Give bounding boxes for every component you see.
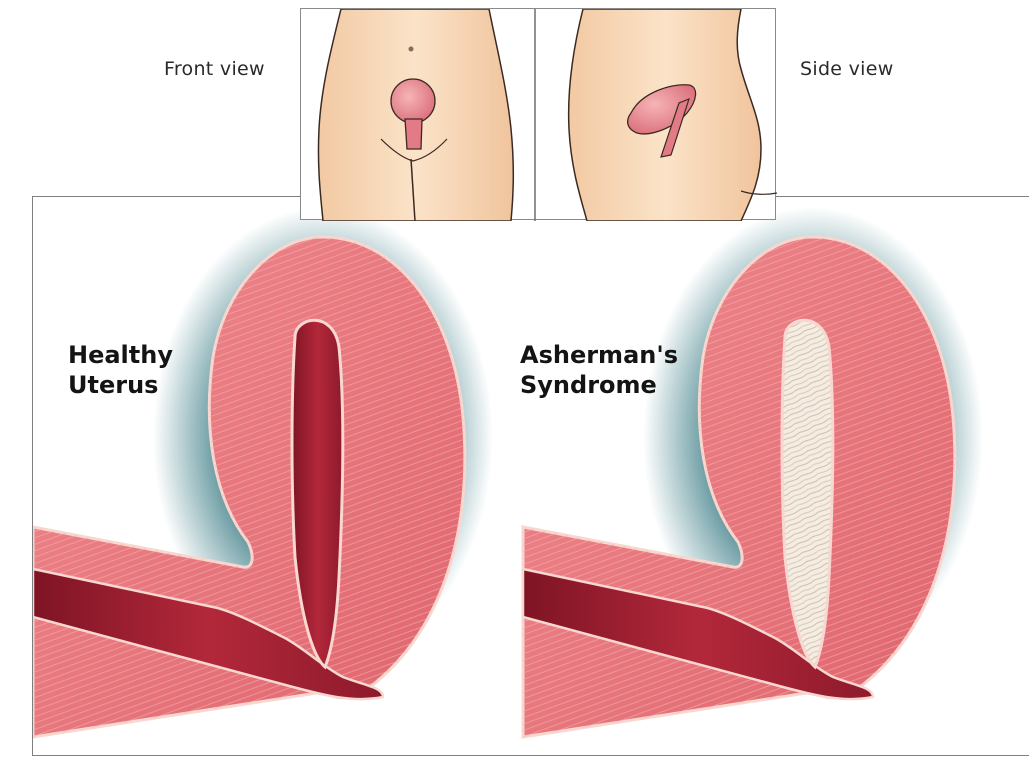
uterus-cross-sections: [33, 197, 1029, 757]
corner-box: [760, 727, 1020, 736]
healthy-uterus-label: Healthy Uterus: [68, 340, 173, 400]
cross-section-panel: [32, 196, 1029, 756]
body-views-inset: [300, 8, 776, 220]
side-view-torso: [569, 9, 777, 221]
healthy-uterus-diagram: [33, 207, 493, 737]
body-views-illustration: [301, 9, 777, 221]
asherman-label-line1: Asherman's: [520, 340, 678, 370]
asherman-syndrome-label: Asherman's Syndrome: [520, 340, 678, 400]
asherman-label-line2: Syndrome: [520, 370, 678, 400]
healthy-label-line1: Healthy: [68, 340, 173, 370]
front-view-caption: Front view: [164, 58, 265, 80]
front-view-torso: [318, 9, 513, 221]
side-view-caption: Side view: [800, 58, 894, 80]
asherman-uterus-diagram: [523, 207, 983, 737]
healthy-label-line2: Uterus: [68, 370, 173, 400]
